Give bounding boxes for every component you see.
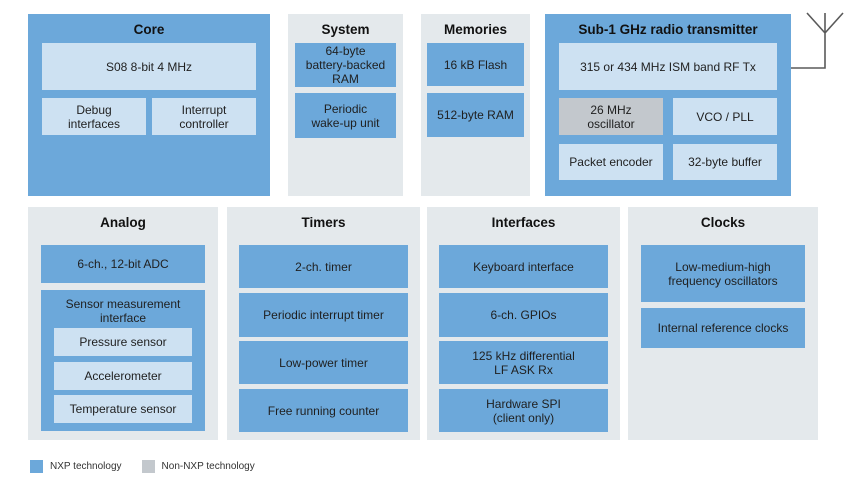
memories-title: Memories <box>443 22 508 37</box>
legend-item-nxp: NXP technology <box>30 460 122 473</box>
legend: NXP technology Non-NXP technology <box>30 460 255 473</box>
flash-block: 16 kB Flash <box>427 43 524 86</box>
low-power-timer-block: Low-power timer <box>239 341 408 384</box>
battery-backed-ram-block: 64-byte battery-backed RAM <box>295 43 396 87</box>
debug-interfaces-block: Debug interfaces <box>42 98 146 135</box>
memories-panel: Memories 16 kB Flash 512-byte RAM <box>421 14 530 196</box>
interfaces-title: Interfaces <box>491 215 556 230</box>
packet-encoder-block: Packet encoder <box>559 144 663 180</box>
periodic-wakeup-unit-block: Periodic wake-up unit <box>295 93 396 138</box>
antenna-icon <box>791 12 844 69</box>
interrupt-controller-block: Interrupt controller <box>152 98 256 135</box>
keyboard-interface-block: Keyboard interface <box>439 245 608 288</box>
sensor-measurement-interface-label: Sensor measurement interface <box>65 297 181 325</box>
two-ch-timer-block: 2-ch. timer <box>239 245 408 288</box>
timers-title: Timers <box>301 215 346 230</box>
byte-buffer-block: 32-byte buffer <box>673 144 777 180</box>
core-title: Core <box>133 22 165 37</box>
analog-title: Analog <box>100 215 146 230</box>
legend-item-non-nxp: Non-NXP technology <box>141 460 255 473</box>
lf-ask-rx-block: 125 kHz differential LF ASK Rx <box>439 341 608 384</box>
nxp-technology-swatch <box>30 460 43 473</box>
free-running-counter-block: Free running counter <box>239 389 408 432</box>
oscillator-26mhz-block: 26 MHz oscillator <box>559 98 663 135</box>
gpio-block: 6-ch. GPIOs <box>439 293 608 337</box>
frequency-oscillators-block: Low-medium-high frequency oscillators <box>641 245 805 302</box>
system-title: System <box>321 22 370 37</box>
interfaces-panel: Interfaces Keyboard interface 6-ch. GPIO… <box>427 207 620 440</box>
accelerometer-block: Accelerometer <box>54 362 192 390</box>
adc-block: 6-ch., 12-bit ADC <box>41 245 205 283</box>
periodic-interrupt-timer-block: Periodic interrupt timer <box>239 293 408 337</box>
cpu-block: S08 8-bit 4 MHz <box>42 43 256 90</box>
non-nxp-technology-label: Non-NXP technology <box>161 461 255 472</box>
ram-block: 512-byte RAM <box>427 93 524 137</box>
internal-reference-clocks-block: Internal reference clocks <box>641 308 805 348</box>
core-panel: Core S08 8-bit 4 MHz Debug interfaces In… <box>28 14 270 196</box>
radio-transmitter-title: Sub-1 GHz radio transmitter <box>578 22 758 37</box>
analog-panel: Analog 6-ch., 12-bit ADC Sensor measurem… <box>28 207 218 440</box>
nxp-technology-label: NXP technology <box>50 461 122 472</box>
rf-tx-block: 315 or 434 MHz ISM band RF Tx <box>559 43 777 90</box>
non-nxp-technology-swatch <box>141 460 155 473</box>
radio-transmitter-panel: Sub-1 GHz radio transmitter 315 or 434 M… <box>545 14 791 196</box>
pressure-sensor-block: Pressure sensor <box>54 328 192 356</box>
vco-pll-block: VCO / PLL <box>673 98 777 135</box>
system-panel: System 64-byte battery-backed RAM Period… <box>288 14 403 196</box>
timers-panel: Timers 2-ch. timer Periodic interrupt ti… <box>227 207 420 440</box>
clocks-title: Clocks <box>700 215 746 230</box>
temperature-sensor-block: Temperature sensor <box>54 395 192 423</box>
sensor-measurement-interface-block: Sensor measurement interface Pressure se… <box>41 290 205 431</box>
clocks-panel: Clocks Low-medium-high frequency oscilla… <box>628 207 818 440</box>
hardware-spi-block: Hardware SPI (client only) <box>439 389 608 432</box>
